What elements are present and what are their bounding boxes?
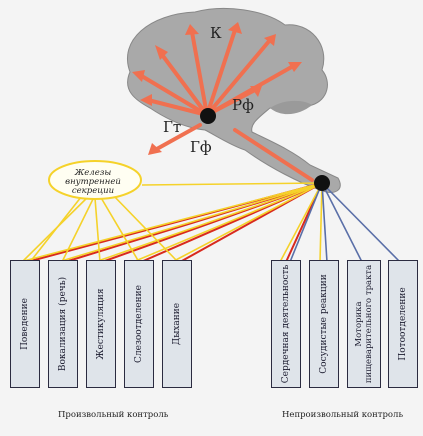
- cortex-label: К: [210, 24, 222, 42]
- blue-lines-group: [289, 182, 401, 263]
- box-lacrimation: Слезоотделение: [124, 260, 154, 388]
- box-cardiac: Сердечная деятельность: [271, 260, 301, 388]
- box-sweating-label: Потоотделение: [398, 287, 408, 361]
- box-vocalization-label: Вокализация (речь): [58, 276, 68, 372]
- thalamus-label: Гт: [163, 118, 182, 136]
- cortex-arrows-group: [138, 28, 314, 182]
- involuntary-caption: Непроизвольный контроль: [282, 410, 404, 420]
- glands-connection-line: [141, 182, 323, 186]
- box-cardiac-label: Сердечная деятельность: [281, 264, 291, 384]
- box-breathing-label: Дыхание: [172, 302, 182, 346]
- box-gesticulation-label: Жестикуляция: [96, 288, 106, 360]
- box-vocalization: Вокализация (речь): [48, 260, 78, 388]
- glands-label: Железы внутренней секреции: [65, 168, 121, 196]
- hypothalamus-label: Гф: [190, 138, 212, 156]
- thalamus-node: [200, 108, 216, 124]
- glands-ellipse: [48, 160, 142, 200]
- brainstem-node: [314, 175, 330, 191]
- voluntary-caption: Произвольный контроль: [58, 410, 169, 420]
- box-behavior: Поведение: [10, 260, 40, 388]
- box-sweating: Потоотделение: [388, 260, 418, 388]
- box-gesticulation: Жестикуляция: [86, 260, 116, 388]
- yellow-lines-group: [19, 182, 323, 263]
- box-vascular: Сосудистые реакции: [309, 260, 339, 388]
- box-lacrimation-label: Слезоотделение: [134, 285, 144, 363]
- box-behavior-label: Поведение: [20, 298, 30, 350]
- box-breathing: Дыхание: [162, 260, 192, 388]
- reticular-label: Рф: [232, 96, 254, 114]
- box-digestive: Моторика пищеварительного тракта: [347, 260, 381, 388]
- box-vascular-label: Сосудистые реакции: [319, 274, 329, 374]
- cerebellum-shape: [270, 100, 312, 115]
- box-digestive-label: Моторика пищеварительного тракта: [354, 264, 374, 384]
- arrowheads-group: [132, 22, 302, 155]
